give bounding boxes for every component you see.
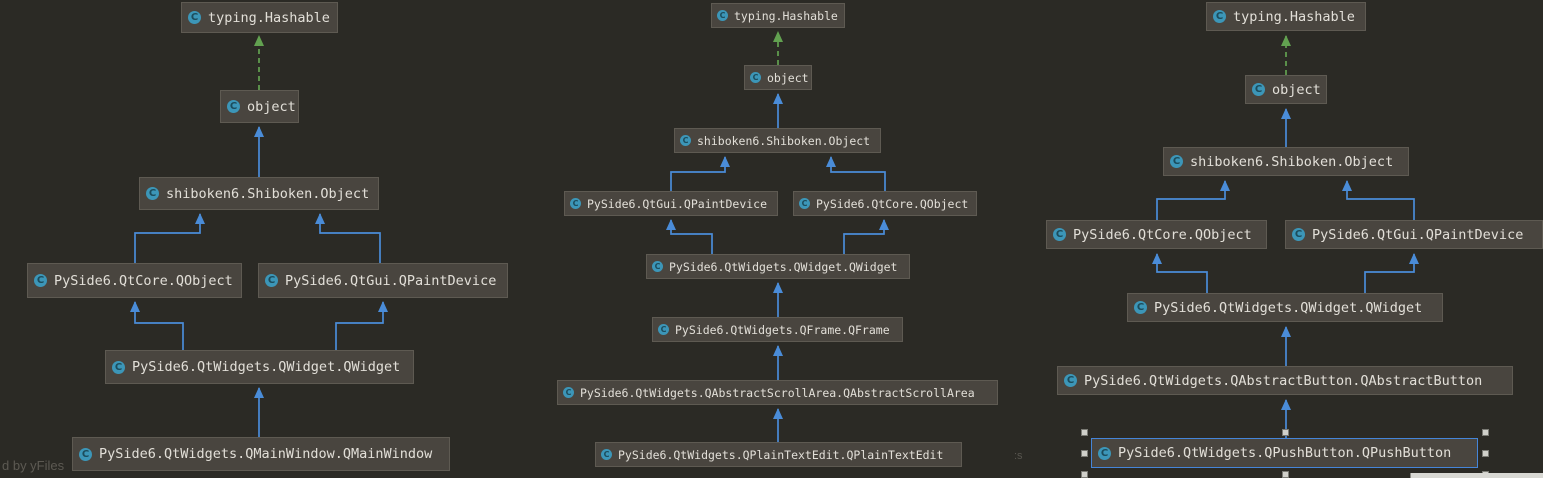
edge-l-qwidget-to-l-qpaintdevice bbox=[335, 301, 388, 350]
class-icon: C bbox=[1252, 83, 1265, 96]
class-icon: C bbox=[1134, 301, 1147, 314]
class-icon: C bbox=[1213, 10, 1226, 23]
node-label: PySide6.QtWidgets.QAbstractScrollArea.QA… bbox=[580, 385, 975, 400]
class-icon: C bbox=[1170, 155, 1183, 168]
class-icon: C bbox=[799, 198, 810, 209]
class-icon: C bbox=[1292, 228, 1305, 241]
node-label: typing.Hashable bbox=[1233, 8, 1355, 25]
node-label: PySide6.QtWidgets.QPushButton.QPushButto… bbox=[1118, 445, 1452, 461]
node-label: PySide6.QtWidgets.QMainWindow.QMainWindo… bbox=[99, 446, 433, 462]
node-m-qwidget[interactable]: C PySide6.QtWidgets.QWidget.QWidget bbox=[646, 254, 910, 279]
edge-m-qobject-to-m-shiboken bbox=[826, 156, 886, 191]
node-label: PySide6.QtGui.QPaintDevice bbox=[587, 196, 768, 211]
node-label: shiboken6.Shiboken.Object bbox=[166, 185, 370, 202]
node-r-qpaintdevice[interactable]: C PySide6.QtGui.QPaintDevice bbox=[1285, 220, 1543, 249]
class-icon: C bbox=[717, 10, 728, 21]
node-label: shiboken6.Shiboken.Object bbox=[1190, 153, 1394, 170]
node-label: PySide6.QtCore.QObject bbox=[816, 196, 969, 211]
class-icon: C bbox=[652, 261, 663, 272]
node-label: typing.Hashable bbox=[208, 9, 330, 26]
selection-handle[interactable] bbox=[1482, 450, 1489, 457]
node-l-qobject[interactable]: C PySide6.QtCore.QObject bbox=[27, 263, 242, 298]
node-label: object bbox=[767, 70, 809, 85]
node-m-qframe[interactable]: C PySide6.QtWidgets.QFrame.QFrame bbox=[652, 317, 903, 342]
node-label: PySide6.QtWidgets.QPlainTextEdit.QPlainT… bbox=[618, 447, 944, 462]
edge-l-qobject-to-l-shiboken bbox=[134, 213, 205, 263]
node-label: PySide6.QtCore.QObject bbox=[54, 272, 233, 289]
class-icon: C bbox=[1053, 228, 1066, 241]
node-label: object bbox=[1272, 81, 1321, 98]
class-icon: C bbox=[265, 274, 278, 287]
node-label: PySide6.QtWidgets.QWidget.QWidget bbox=[669, 259, 898, 274]
node-l-qwidget[interactable]: C PySide6.QtWidgets.QWidget.QWidget bbox=[105, 350, 414, 384]
node-m-qplaintext[interactable]: C PySide6.QtWidgets.QPlainTextEdit.QPlain… bbox=[595, 442, 962, 467]
class-icon: C bbox=[1064, 374, 1077, 387]
class-icon: C bbox=[680, 135, 691, 146]
node-l-qpaintdevice[interactable]: C PySide6.QtGui.QPaintDevice bbox=[258, 263, 508, 298]
class-icon: C bbox=[188, 11, 201, 24]
node-label: PySide6.QtWidgets.QAbstractButton.QAbstr… bbox=[1084, 372, 1483, 389]
node-label: PySide6.QtWidgets.QWidget.QWidget bbox=[1154, 299, 1423, 316]
edge-r-qobject-to-r-shiboken bbox=[1156, 180, 1230, 220]
edge-r-qwidget-to-r-qpaintdevice bbox=[1364, 253, 1419, 293]
selection-handle[interactable] bbox=[1482, 429, 1489, 436]
edge-m-qpaintdevice-to-m-shiboken bbox=[670, 156, 730, 191]
edge-r-qpaintdevice-to-r-shiboken bbox=[1342, 180, 1415, 220]
yfiles-watermark-fragment: :s bbox=[1014, 450, 1023, 462]
class-icon: C bbox=[112, 360, 125, 374]
node-m-qobject[interactable]: C PySide6.QtCore.QObject bbox=[793, 191, 977, 216]
selection-handle[interactable] bbox=[1281, 471, 1289, 478]
node-label: PySide6.QtCore.QObject bbox=[1073, 226, 1252, 243]
class-icon: C bbox=[601, 449, 612, 460]
class-icon: C bbox=[570, 198, 581, 209]
node-m-qscrollarea[interactable]: C PySide6.QtWidgets.QAbstractScrollArea.Q… bbox=[557, 380, 998, 405]
node-r-qobject[interactable]: C PySide6.QtCore.QObject bbox=[1046, 220, 1267, 249]
node-m-qpaintdevice[interactable]: C PySide6.QtGui.QPaintDevice bbox=[564, 191, 778, 216]
class-icon: C bbox=[750, 72, 761, 83]
node-label: object bbox=[247, 98, 296, 115]
scrollbar-fragment[interactable] bbox=[1410, 473, 1543, 478]
edge-m-qwidget-to-m-qpaintdevice bbox=[666, 219, 713, 254]
selection-handle[interactable] bbox=[1281, 429, 1289, 436]
class-icon: C bbox=[34, 274, 47, 287]
node-label: PySide6.QtWidgets.QWidget.QWidget bbox=[132, 359, 401, 375]
class-icon: C bbox=[79, 447, 92, 461]
node-label: shiboken6.Shiboken.Object bbox=[697, 133, 871, 148]
selection-handle[interactable] bbox=[1081, 450, 1088, 457]
edge-m-qwidget-to-m-qobject bbox=[843, 219, 889, 254]
selection-handle[interactable] bbox=[1081, 429, 1088, 436]
selection-handle[interactable] bbox=[1081, 471, 1088, 478]
edge-l-qpaintdevice-to-l-shiboken bbox=[315, 213, 381, 263]
edge-l-qwidget-to-l-qobject bbox=[130, 301, 184, 350]
yfiles-watermark: d by yFiles bbox=[2, 458, 65, 473]
node-label: typing.Hashable bbox=[734, 8, 838, 23]
node-r-qpushbutton[interactable]: C PySide6.QtWidgets.QPushButton.QPushButt… bbox=[1091, 438, 1478, 468]
class-icon: C bbox=[658, 324, 669, 335]
class-icon: C bbox=[563, 387, 574, 398]
node-label: PySide6.QtGui.QPaintDevice bbox=[285, 272, 497, 289]
edge-r-qwidget-to-r-qobject bbox=[1152, 253, 1208, 293]
node-r-qwidget[interactable]: C PySide6.QtWidgets.QWidget.QWidget bbox=[1127, 293, 1443, 322]
node-label: PySide6.QtWidgets.QFrame.QFrame bbox=[675, 322, 890, 337]
class-icon: C bbox=[146, 187, 159, 200]
class-icon: C bbox=[1098, 446, 1111, 460]
node-r-qabsbutton[interactable]: C PySide6.QtWidgets.QAbstractButton.QAbst… bbox=[1057, 366, 1513, 395]
node-label: PySide6.QtGui.QPaintDevice bbox=[1312, 226, 1524, 243]
node-l-qmainwindow[interactable]: C PySide6.QtWidgets.QMainWindow.QMainWind… bbox=[72, 437, 450, 471]
class-icon: C bbox=[227, 100, 240, 113]
